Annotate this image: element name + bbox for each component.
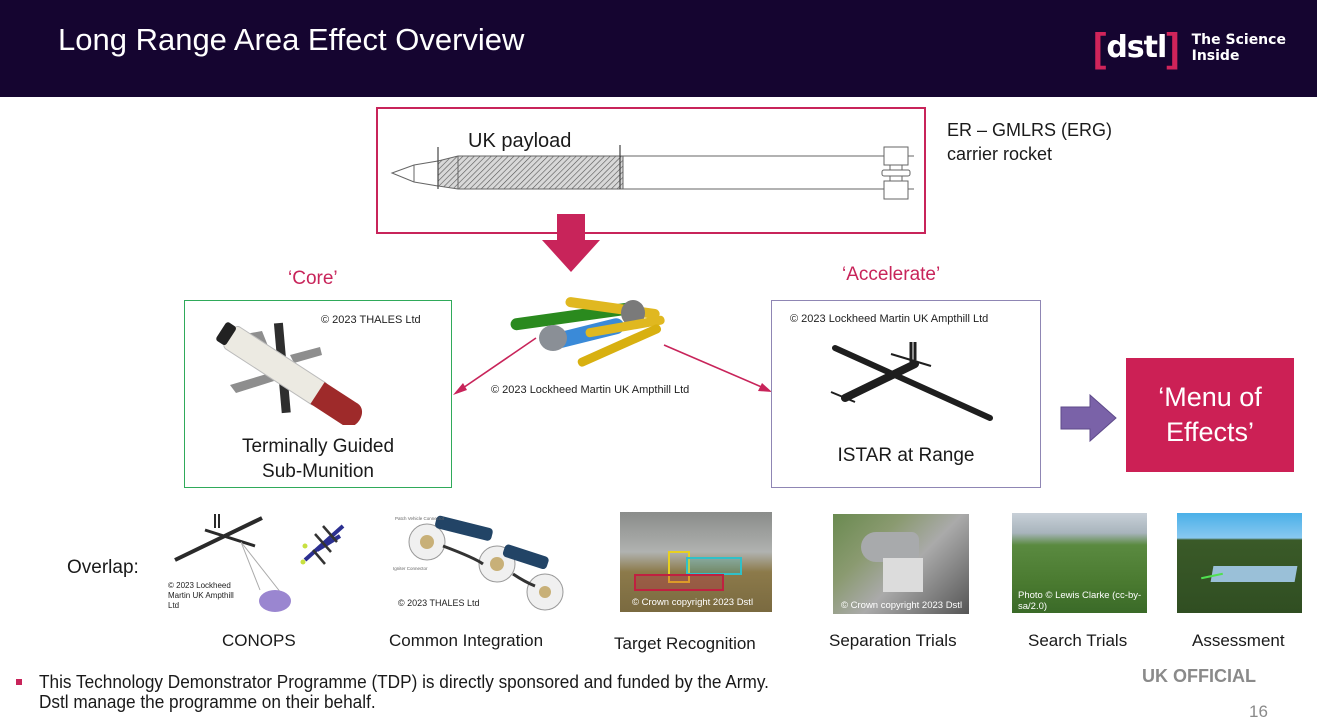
down-arrow-icon <box>542 214 600 272</box>
svg-text:Igniter Connector: Igniter Connector <box>393 566 428 571</box>
search-copyright-line: Photo © Lewis Clarke (cc-by- <box>1018 590 1142 601</box>
overlap-label: Overlap: <box>67 557 139 578</box>
conops-image <box>174 514 345 612</box>
logo-tagline: The Science Inside <box>1191 32 1286 64</box>
caption-common-integration: Common Integration <box>389 631 544 650</box>
carrier-line1: ER – GMLRS (ERG) <box>947 120 1113 140</box>
logo-bracket-open: [ <box>1093 26 1107 70</box>
dstl-logo: [ dstl ] The Science Inside <box>1093 28 1317 68</box>
core-copyright: © 2023 THALES Ltd <box>321 314 421 326</box>
footnote-line1: This Technology Demonstrator Programme (… <box>39 671 769 692</box>
payload-label: UK payload <box>468 130 572 152</box>
caption-conops: CONOPS <box>222 631 296 650</box>
core-label: ‘Core’ <box>288 268 338 289</box>
logo-bracket-close: ] <box>1166 26 1180 70</box>
menu-line1: ‘Menu of <box>1158 382 1262 412</box>
caption-assessment: Assessment <box>1192 631 1285 650</box>
accelerate-copyright: © 2023 Lockheed Martin UK Ampthill Ltd <box>790 313 989 325</box>
common-integration-image: Patch Vehicle Connector Igniter Connecto… <box>393 515 564 611</box>
target-copyright: © Crown copyright 2023 Dstl <box>632 597 754 608</box>
target-recognition-image: © Crown copyright 2023 Dstl <box>620 512 772 612</box>
launcher-mount <box>883 558 923 592</box>
classification-label: UK OFFICIAL <box>1142 666 1256 686</box>
caption-separation-trials: Separation Trials <box>829 631 957 650</box>
core-box <box>184 300 452 488</box>
core-caption-line2: Sub-Munition <box>262 461 374 482</box>
slide-title: Long Range Area Effect Overview <box>58 22 525 57</box>
logo-word: dstl <box>1106 30 1167 65</box>
rocket-nose <box>861 532 919 562</box>
caption-target-recognition: Target Recognition <box>614 634 756 653</box>
caption-search-trials: Search Trials <box>1028 631 1128 650</box>
separation-copyright: © Crown copyright 2023 Dstl <box>841 600 963 611</box>
svg-text:Patch Vehicle Connector: Patch Vehicle Connector <box>395 516 445 521</box>
assessment-image <box>1177 513 1302 613</box>
guided-munition-image <box>216 322 363 425</box>
rocket-box <box>376 107 926 234</box>
menu-of-effects-box: ‘Menu of Effects’ <box>1126 358 1294 472</box>
assessment-plane <box>1210 566 1298 582</box>
accelerate-label: ‘Accelerate’ <box>842 264 941 285</box>
carrier-line2: carrier rocket <box>947 144 1053 164</box>
accelerate-box <box>771 300 1041 488</box>
page-number: 16 <box>1249 702 1268 721</box>
rocket-diagram-icon <box>390 145 914 200</box>
menu-line2: Effects’ <box>1165 417 1255 447</box>
header-bar <box>0 0 1317 97</box>
search-trials-image: Photo © Lewis Clarke (cc-by- sa/2.0) <box>1012 513 1147 613</box>
core-caption-line1: Terminally Guided <box>241 436 395 457</box>
istar-uav-image <box>830 342 993 421</box>
center-copyright: © 2023 Lockheed Martin UK Ampthill Ltd <box>491 384 690 396</box>
detection-box-red <box>634 574 724 591</box>
separation-trials-image: © Crown copyright 2023 Dstl <box>833 514 969 614</box>
conops-copyright-line: Ltd <box>168 601 180 610</box>
footnote-line2: Dstl manage the programme on their behal… <box>39 691 376 712</box>
conops-copyright: © 2023 Lockheed Martin UK Ampthill Ltd <box>168 581 234 611</box>
conops-copyright-line: © 2023 Lockheed <box>168 581 231 590</box>
bullet-icon <box>16 679 22 685</box>
integration-copyright: © 2023 THALES Ltd <box>398 598 480 608</box>
accelerate-caption: ISTAR at Range <box>837 445 975 466</box>
footnote: This Technology Demonstrator Programme (… <box>39 672 769 712</box>
diverging-arrows-icon <box>453 337 772 395</box>
search-copyright-line: sa/2.0) <box>1018 601 1048 612</box>
carrier-rocket-label: ER – GMLRS (ERG) carrier rocket <box>947 118 1112 166</box>
detection-box-yellow <box>668 551 690 583</box>
conops-copyright-line: Martin UK Ampthill <box>168 591 234 600</box>
detection-box-cyan <box>686 557 742 575</box>
core-caption: Terminally Guided Sub-Munition <box>184 434 452 484</box>
submunitions-image <box>510 297 665 367</box>
search-copyright: Photo © Lewis Clarke (cc-by- sa/2.0) <box>1018 590 1141 612</box>
right-arrow-icon <box>1060 394 1117 443</box>
